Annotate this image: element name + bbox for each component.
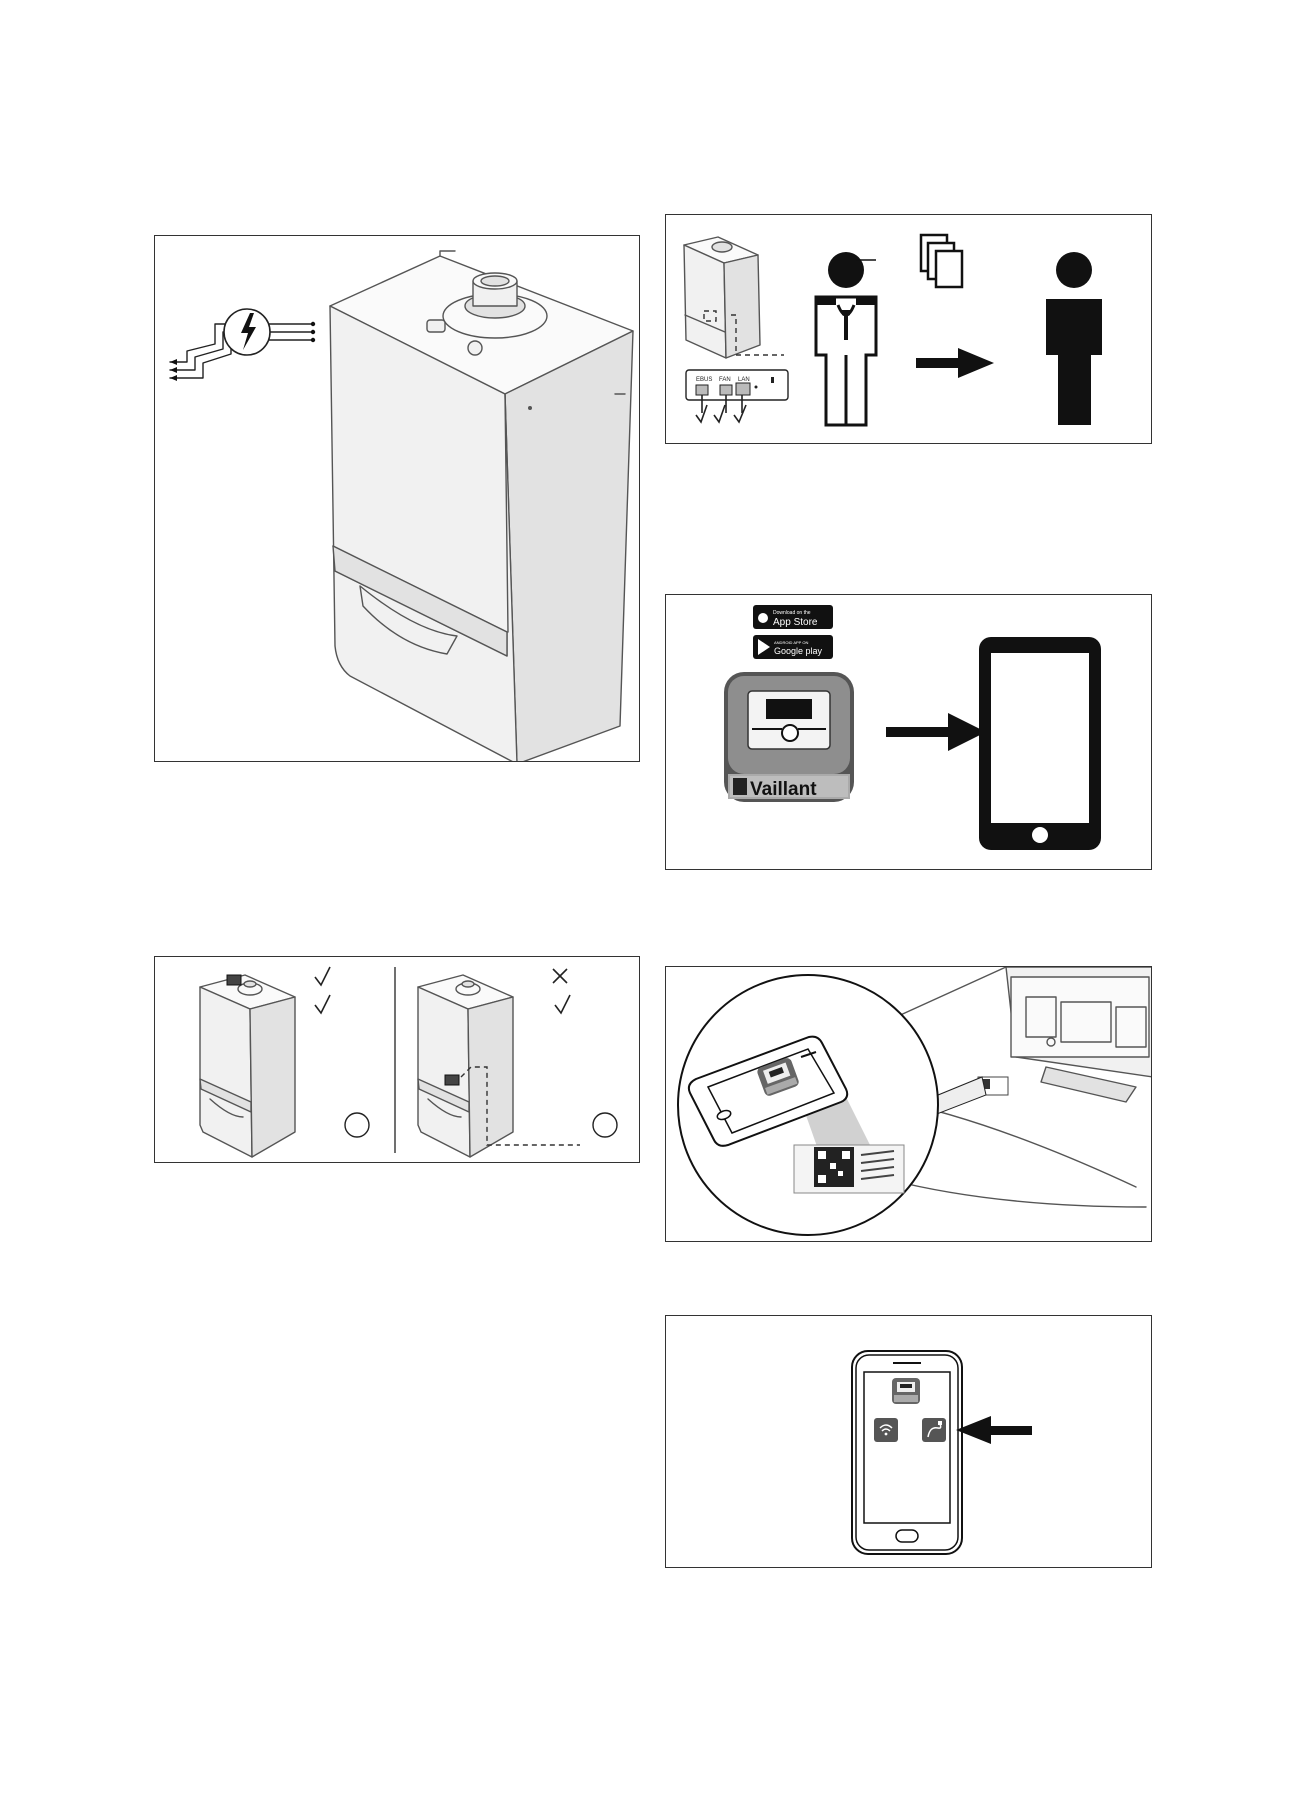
magnifier-icon xyxy=(678,975,938,1235)
boiler-icon xyxy=(418,975,513,1157)
smartphone-icon xyxy=(979,637,1101,850)
boiler-icon xyxy=(200,975,295,1157)
connector-label-ebus: EBUS xyxy=(696,377,712,383)
google-large-text: Google play xyxy=(774,646,823,656)
power-supply-icon xyxy=(155,236,640,762)
app-store-small-text: Download on the xyxy=(773,610,811,616)
connector-label-lan: LAN xyxy=(738,377,750,383)
qr-code-icon xyxy=(794,1145,904,1193)
check-icon xyxy=(315,967,330,1013)
arrow-right-icon xyxy=(886,713,986,751)
app-icon xyxy=(892,1378,920,1404)
installer-icon xyxy=(816,252,876,425)
documents-icon xyxy=(921,235,962,287)
user-icon xyxy=(1046,252,1102,425)
figure-installation-options xyxy=(154,956,640,1163)
arrow-left-icon xyxy=(956,1416,1032,1444)
connector-label-fan: FAN xyxy=(719,377,731,383)
figure-boiler-power-supply xyxy=(154,235,640,762)
check-icon xyxy=(696,405,746,422)
cable-icon xyxy=(922,1418,946,1442)
app-store-badge: Download on the App Store xyxy=(753,605,833,629)
cross-icon xyxy=(553,969,567,983)
option-b-circle xyxy=(593,1113,617,1137)
google-play-badge: ANDROID APP ON Google play xyxy=(753,635,833,659)
google-small-text: ANDROID APP ON xyxy=(774,640,808,645)
figure-scan-qr-code xyxy=(665,966,1152,1242)
arrow-right-icon xyxy=(916,348,994,378)
boiler-icon xyxy=(684,237,760,358)
app-store-large-text: App Store xyxy=(773,617,818,628)
wifi-icon xyxy=(874,1418,898,1442)
check-icon xyxy=(555,995,570,1013)
app-icon: Vaillant xyxy=(724,672,854,802)
figure-installer-handover: EBUS FAN LAN xyxy=(665,214,1152,444)
option-a-circle xyxy=(345,1113,369,1137)
figure-app-download: Download on the App Store ANDROID APP ON… xyxy=(665,594,1152,870)
figure-app-connection xyxy=(665,1315,1152,1568)
vaillant-logo-text: Vaillant xyxy=(750,779,817,800)
